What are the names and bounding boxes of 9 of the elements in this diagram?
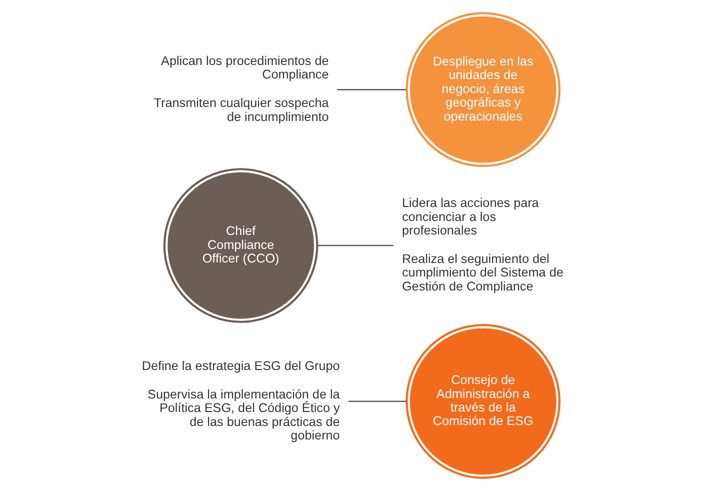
connector	[348, 400, 406, 402]
node-circle: Chief Compliance Officer (CCO)	[162, 168, 318, 322]
node-circle: Despliegue en las unidades de negocio, áreas geográficas y operacionales	[405, 12, 560, 167]
node-text: Define la estrategia ESG del Grupo Supervisa la implementación de la Política ESG, del Código Ético y de las buenas prácticas de gobierno	[141, 358, 340, 442]
connector	[336, 88, 406, 90]
node-text: Aplican los procedimientos de Compliance Transmiten cualquier sospecha de incumplimiento	[153, 53, 328, 124]
node-circle: Consejo de Administración a través de la Comisión de ESG	[405, 323, 560, 478]
connector	[316, 244, 393, 246]
node-text: Lidera las acciones para concienciar a los profesionales Realiza el seguimiento del cumplimiento del Sistema de Gestión de Compliance	[401, 196, 563, 293]
